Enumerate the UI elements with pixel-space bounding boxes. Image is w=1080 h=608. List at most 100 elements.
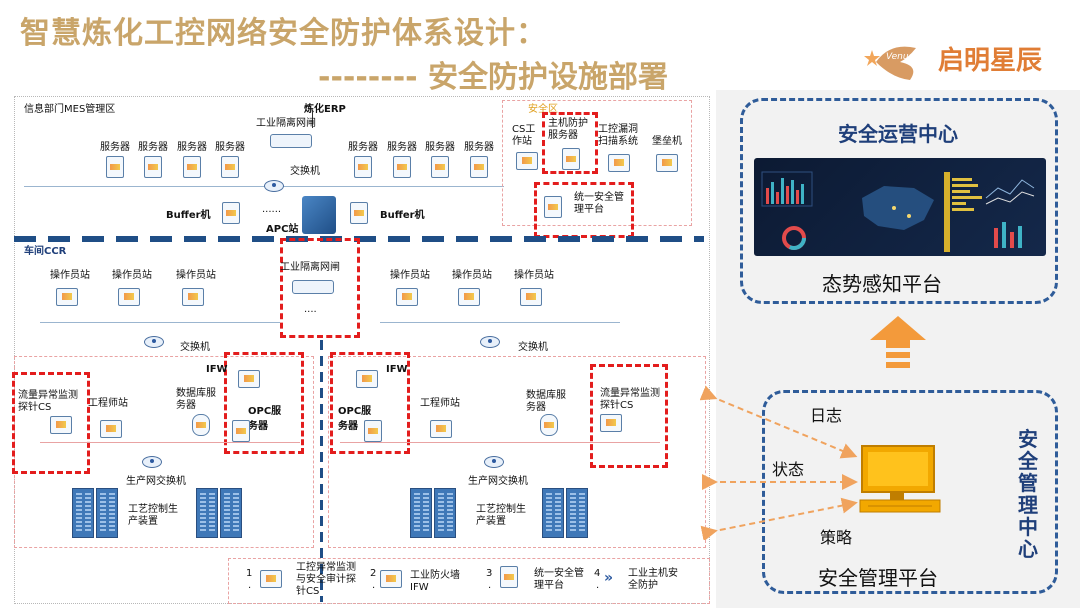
ifw-left-label: IFW bbox=[206, 364, 228, 375]
operator-label: 操作员站 bbox=[452, 270, 492, 281]
legend-label: 工控异常监测与安全审计探针CS bbox=[296, 562, 356, 597]
logo: Venus bbox=[850, 36, 930, 84]
smc-title: 安全管理中心 bbox=[1018, 427, 1038, 561]
ccr-switch-label: 交换机 bbox=[180, 342, 210, 353]
traffic-probe-left-icon bbox=[50, 416, 72, 434]
traffic-probe-left-highlight bbox=[12, 372, 90, 474]
server-label: 服务器 bbox=[425, 142, 455, 153]
engineer-left-icon bbox=[100, 420, 122, 438]
cabinet-icon bbox=[96, 488, 118, 538]
dashboard-visual-icon bbox=[761, 171, 1035, 252]
buffer-right-icon bbox=[350, 202, 368, 224]
engineer-right-label: 工程师站 bbox=[420, 398, 460, 409]
apc-server-icon bbox=[302, 196, 336, 234]
legend-num: 1 bbox=[246, 568, 253, 579]
ccr-label: 车间CCR bbox=[24, 246, 67, 257]
cabinet-icon bbox=[434, 488, 456, 538]
ccr-switch-icon bbox=[144, 336, 164, 348]
server-label: 服务器 bbox=[348, 142, 378, 153]
legend-label: 工业主机安全防护 bbox=[628, 568, 678, 591]
ifw-right-icon bbox=[356, 370, 378, 388]
page-title: 智慧炼化工控网络安全防护体系设计： bbox=[20, 16, 547, 51]
prod-switch-left-label: 生产网交换机 bbox=[126, 476, 186, 487]
host-protect-highlight bbox=[542, 112, 598, 174]
host-protect-icon bbox=[562, 148, 580, 170]
operator-label: 操作员站 bbox=[50, 270, 90, 281]
traffic-probe-left-label: 流量异常监测探针CS bbox=[18, 390, 78, 413]
server-icon bbox=[431, 156, 449, 178]
center-divider bbox=[320, 340, 323, 602]
prod-switch-left-icon bbox=[142, 456, 162, 468]
server-icon bbox=[393, 156, 411, 178]
vuln-scan-icon bbox=[608, 154, 630, 172]
process-control-left-label: 工艺控制生产装置 bbox=[128, 504, 178, 527]
buffer-left-icon bbox=[222, 202, 240, 224]
legend-num: 2 bbox=[370, 568, 377, 579]
situation-platform-label: 态势感知平台 bbox=[822, 272, 942, 296]
ccr-gateway-highlight bbox=[280, 238, 360, 338]
prod-switch-right-icon bbox=[484, 456, 504, 468]
legend-num: 4 bbox=[594, 568, 601, 579]
mes-switch-label: 交换机 bbox=[290, 166, 320, 177]
erp-label: 炼化ERP bbox=[304, 104, 346, 115]
situation-dashboard bbox=[754, 158, 1046, 256]
traffic-probe-right-icon bbox=[600, 414, 622, 432]
opc-right-label: OPC服务器 bbox=[338, 406, 372, 432]
unified-platform-label: 统一安全管理平台 bbox=[574, 192, 624, 215]
process-control-right-label: 工艺控制生产装置 bbox=[476, 504, 526, 527]
ccr-dots: .... bbox=[304, 304, 317, 315]
traffic-probe-right-label: 流量异常监测探针CS bbox=[600, 388, 660, 411]
mes-switch-icon bbox=[264, 180, 284, 192]
legend bbox=[228, 558, 710, 604]
mes-gateway-icon bbox=[270, 134, 312, 148]
operator-icon bbox=[396, 288, 418, 306]
ccr-gateway-icon bbox=[292, 280, 334, 294]
legend-label: 统一安全管理平台 bbox=[534, 568, 584, 591]
traffic-probe-right-highlight bbox=[590, 364, 668, 468]
ifw-opc-right-highlight bbox=[330, 352, 410, 454]
operator-label: 操作员站 bbox=[390, 270, 430, 281]
ccr-switch-icon bbox=[480, 336, 500, 348]
database-left-icon bbox=[192, 414, 210, 436]
prod-switch-right-label: 生产网交换机 bbox=[468, 476, 528, 487]
operator-label: 操作员站 bbox=[176, 270, 216, 281]
database-left-label: 数据库服务器 bbox=[176, 388, 216, 411]
ccr-gateway-label: 工业隔离网闸 bbox=[280, 262, 340, 273]
opc-left-icon bbox=[232, 420, 250, 442]
legend-platform-icon bbox=[500, 566, 518, 588]
mes-zone-label: 信息部门MES管理区 bbox=[24, 104, 116, 115]
operator-icon bbox=[56, 288, 78, 306]
legend-label: 工业防火墙IFW bbox=[410, 570, 460, 593]
up-arrow-icon bbox=[868, 316, 928, 374]
operator-label: 操作员站 bbox=[514, 270, 554, 281]
cabinet-icon bbox=[220, 488, 242, 538]
cabinet-icon bbox=[196, 488, 218, 538]
logo-text: 启明星辰 bbox=[938, 46, 1043, 76]
server-icon bbox=[183, 156, 201, 178]
cabinet-icon bbox=[410, 488, 432, 538]
server-icon bbox=[470, 156, 488, 178]
logo-mark-icon bbox=[864, 46, 916, 80]
operator-icon bbox=[520, 288, 542, 306]
engineer-right-icon bbox=[430, 420, 452, 438]
buffer-left-label: Buffer机 bbox=[166, 210, 211, 221]
opc-right-icon bbox=[364, 420, 382, 442]
cabinet-icon bbox=[72, 488, 94, 538]
bastion-label: 堡垒机 bbox=[652, 136, 682, 147]
server-label: 服务器 bbox=[464, 142, 494, 153]
operator-icon bbox=[458, 288, 480, 306]
flow-arrows bbox=[700, 385, 858, 540]
ifw-right-label: IFW bbox=[386, 364, 408, 375]
operator-label: 操作员站 bbox=[112, 270, 152, 281]
buffer-right-label: Buffer机 bbox=[380, 210, 425, 221]
cabinet-icon bbox=[566, 488, 588, 538]
opc-left-label: OPC服务器 bbox=[248, 406, 282, 432]
security-zone-label: 安全区 bbox=[528, 104, 558, 115]
security-zone bbox=[502, 100, 692, 226]
legend-host-protect-icon: » bbox=[604, 570, 614, 586]
unified-platform-icon bbox=[544, 196, 562, 218]
operator-icon bbox=[118, 288, 140, 306]
cs-station-label: CS工作站 bbox=[512, 124, 536, 147]
apc-label: APC站 bbox=[266, 224, 299, 235]
operator-icon bbox=[182, 288, 204, 306]
